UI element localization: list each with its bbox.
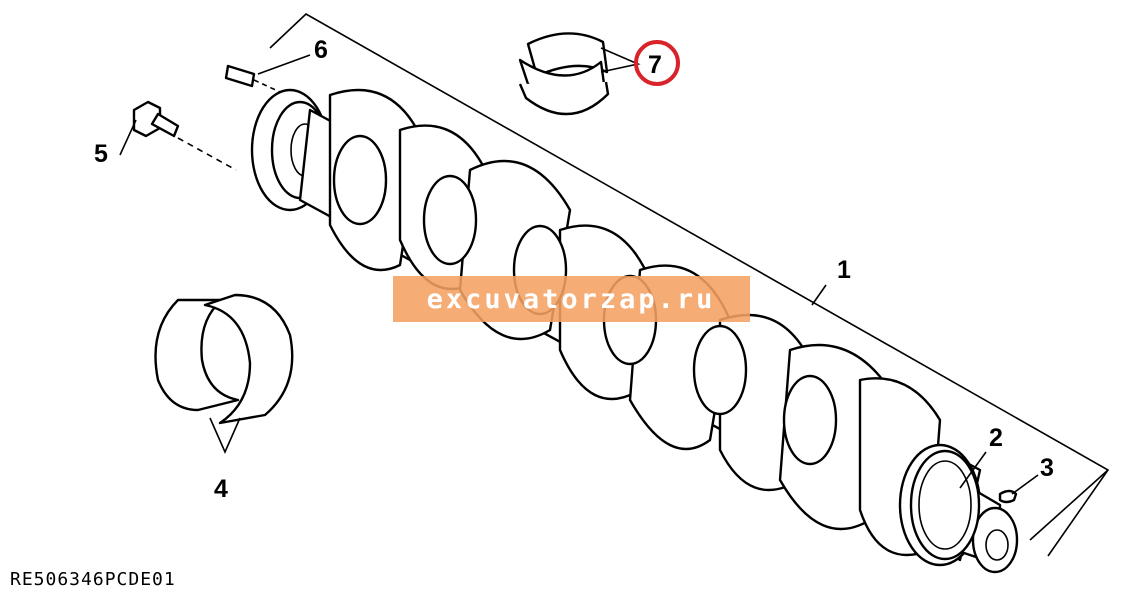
flywheel-bolt [132,100,180,138]
leader-5 [119,119,137,156]
callout-4: 4 [214,475,228,503]
callout-2: 2 [989,424,1003,452]
assembly-bracket [269,13,1110,557]
leader-1 [811,284,827,306]
crank-gear [909,449,981,561]
main-bearing-pair [154,293,294,425]
callout-7: 7 [648,51,662,79]
thrust-bearing [518,32,610,116]
callout-7-highlight-ring [634,40,680,86]
dowel-pin [224,64,256,88]
crankshaft [250,88,1019,574]
leader-2 [959,451,987,489]
callout-3: 3 [1040,454,1054,482]
callout-5: 5 [94,140,108,168]
pin-axis-line [253,79,281,93]
bracket-return [1029,469,1109,541]
leader-3 [1011,474,1039,495]
leader-4 [209,417,241,454]
bolt-axis-line [177,137,237,171]
callout-6: 6 [314,36,328,64]
watermark-text: excuvatorzap.ru [427,284,716,315]
callout-1: 1 [837,256,851,284]
watermark-band [393,276,750,322]
leader-6 [257,54,311,75]
reference-code: RE506346PCDE01 [10,569,176,590]
